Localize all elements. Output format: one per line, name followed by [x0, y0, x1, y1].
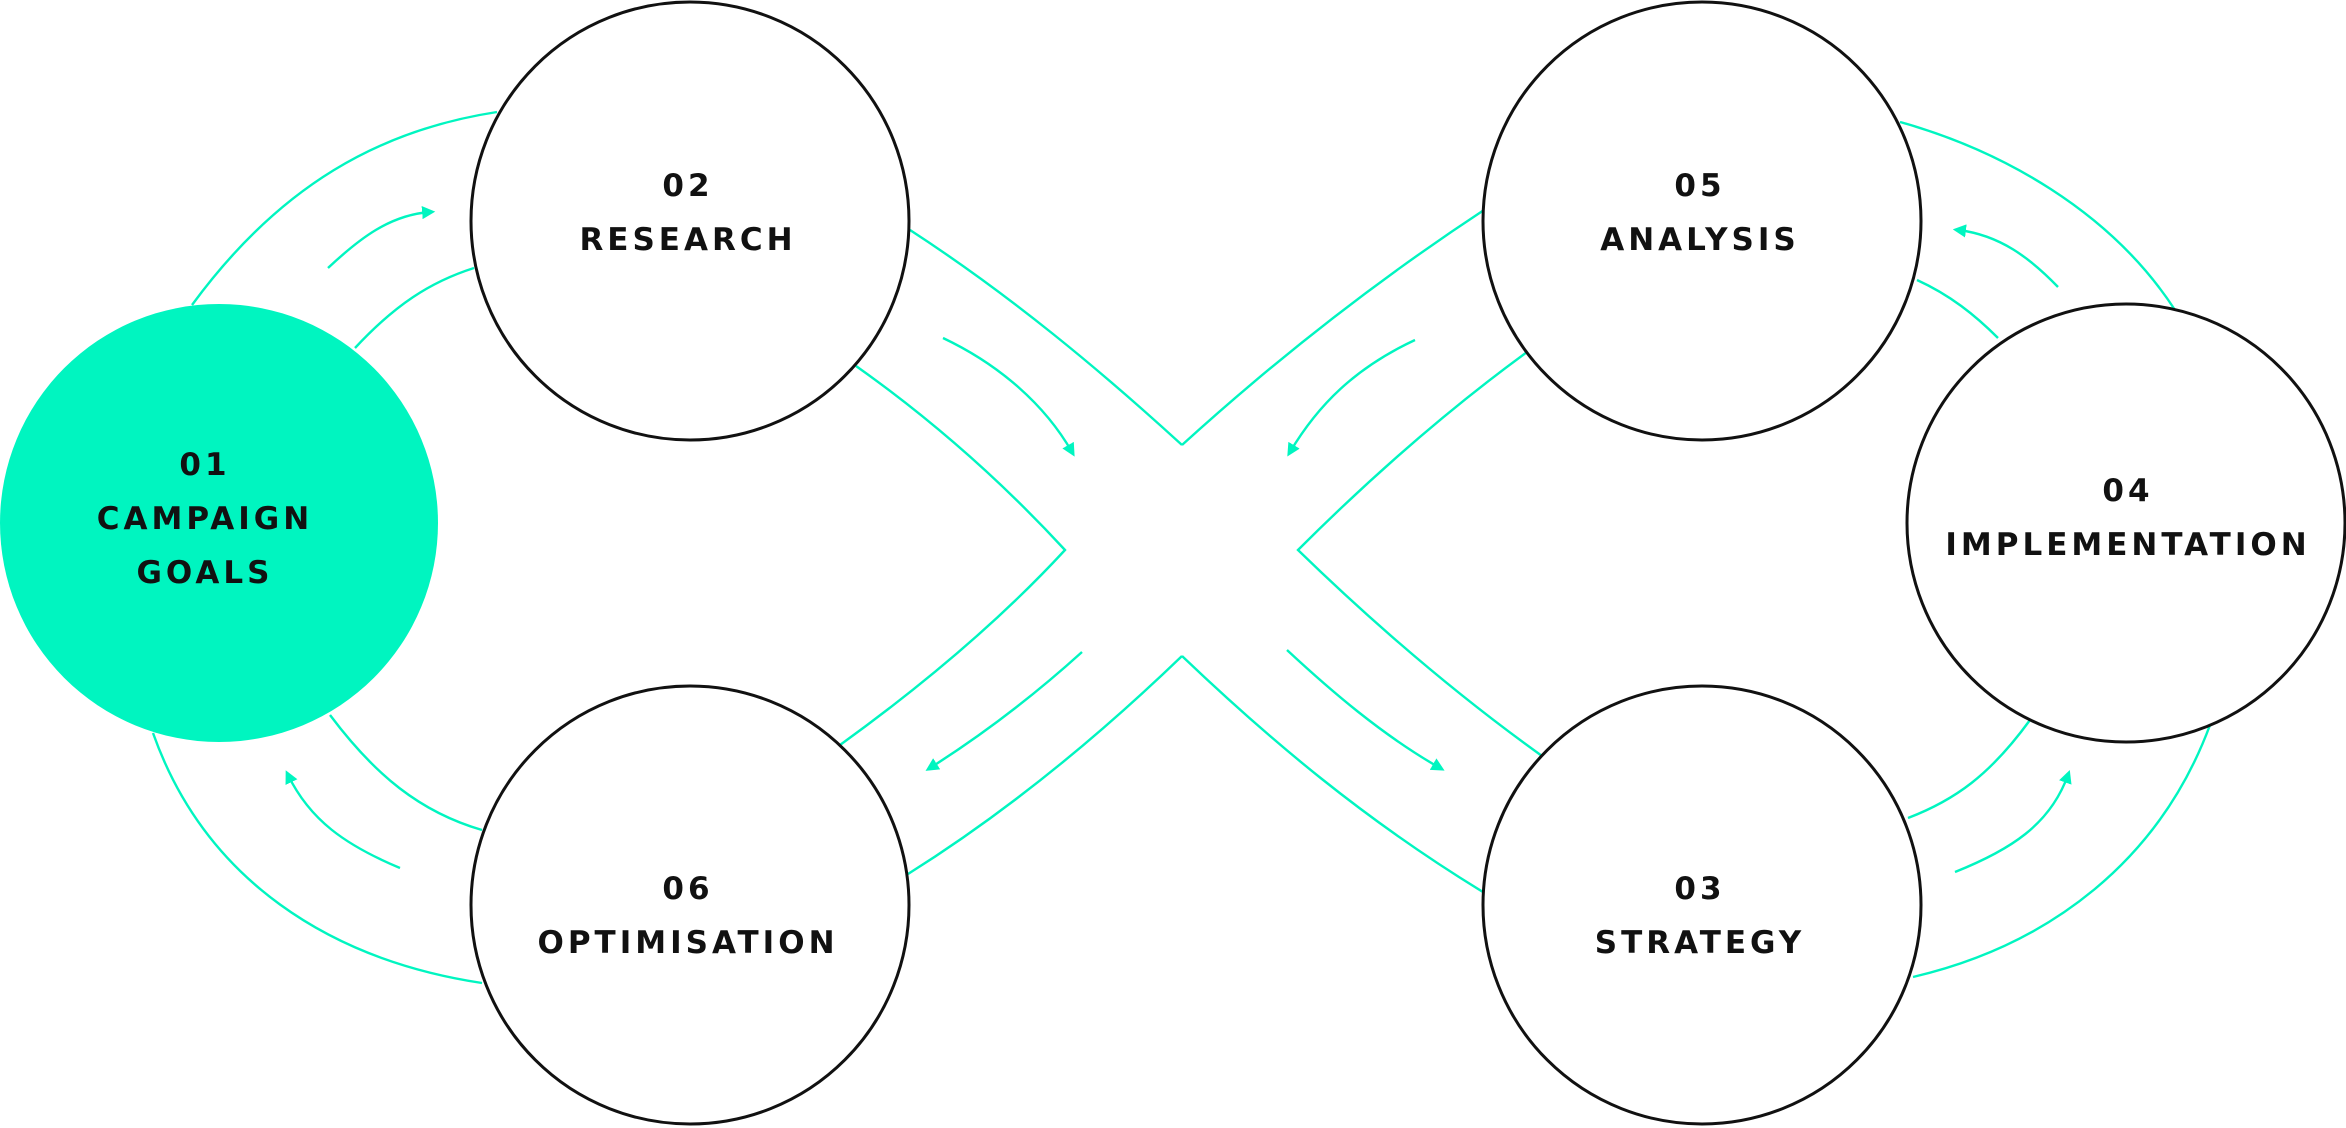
node-research: 02 RESEARCH: [469, 0, 911, 442]
node-circle: [469, 684, 911, 1126]
node-number: 05: [1674, 168, 1725, 204]
node-circle: [469, 0, 911, 442]
node-label: IMPLEMENTATION: [1945, 527, 2310, 563]
flow-line-left-inner-top: [354, 266, 475, 349]
node-label: GOALS: [136, 555, 273, 591]
flow-line-left-outer-top: [191, 110, 498, 306]
arrow-03-to-04: [1954, 770, 2072, 874]
flow-line-cross-upper-right: [1181, 208, 1485, 446]
node-circle: [1481, 684, 1923, 1126]
flow-line-left-outer-bottom: [151, 732, 483, 985]
arrow-01-to-02: [327, 206, 436, 269]
arrow-04-to-05: [1952, 224, 2059, 288]
arrow-05-to-06: [1287, 338, 1416, 457]
flow-line-cross-upper-left: [909, 228, 1183, 446]
node-circle: [1905, 302, 2346, 744]
flow-lines: [151, 110, 2212, 985]
node-label: OPTIMISATION: [537, 925, 838, 961]
node-implementation: 04 IMPLEMENTATION: [1905, 302, 2346, 744]
arrow-03-to-04-upper: [1286, 649, 1445, 771]
node-number: 03: [1674, 871, 1725, 907]
node-campaign-goals: 01 CAMPAIGN GOALS: [0, 304, 438, 742]
node-number: 06: [662, 871, 713, 907]
node-label: RESEARCH: [579, 222, 796, 258]
arrow-06-to-cross: [925, 651, 1083, 771]
flow-line-right-inner-top: [1916, 278, 1999, 339]
flow-line-left-inner-bottom: [329, 714, 483, 832]
node-number: 02: [662, 168, 713, 204]
flow-line-right-inner-bottom: [1907, 719, 2031, 820]
flow-line-right-outer-top: [1899, 120, 2177, 311]
flow-line-cross-lower-right: [1181, 655, 1484, 894]
node-strategy: 03 STRATEGY: [1481, 684, 1923, 1126]
flow-line-cross-inner-right: [1296, 351, 1543, 757]
node-number: 04: [2102, 473, 2153, 509]
flow-line-cross-lower-left: [907, 655, 1183, 876]
flow-line-cross-inner-left: [839, 365, 1067, 746]
direction-arrows: [285, 206, 2072, 874]
flow-line-right-outer-bottom: [1912, 724, 2212, 979]
node-label: ANALYSIS: [1600, 222, 1800, 258]
node-analysis: 05 ANALYSIS: [1481, 0, 1923, 442]
node-number: 01: [179, 447, 230, 483]
node-optimisation: 06 OPTIMISATION: [469, 684, 911, 1126]
arrow-02-to-03: [942, 336, 1075, 457]
arrow-06-to-01: [285, 770, 401, 870]
node-circle: [1481, 0, 1923, 442]
node-circle: [0, 304, 438, 742]
node-label: STRATEGY: [1595, 925, 1805, 961]
node-label: CAMPAIGN: [97, 501, 313, 537]
